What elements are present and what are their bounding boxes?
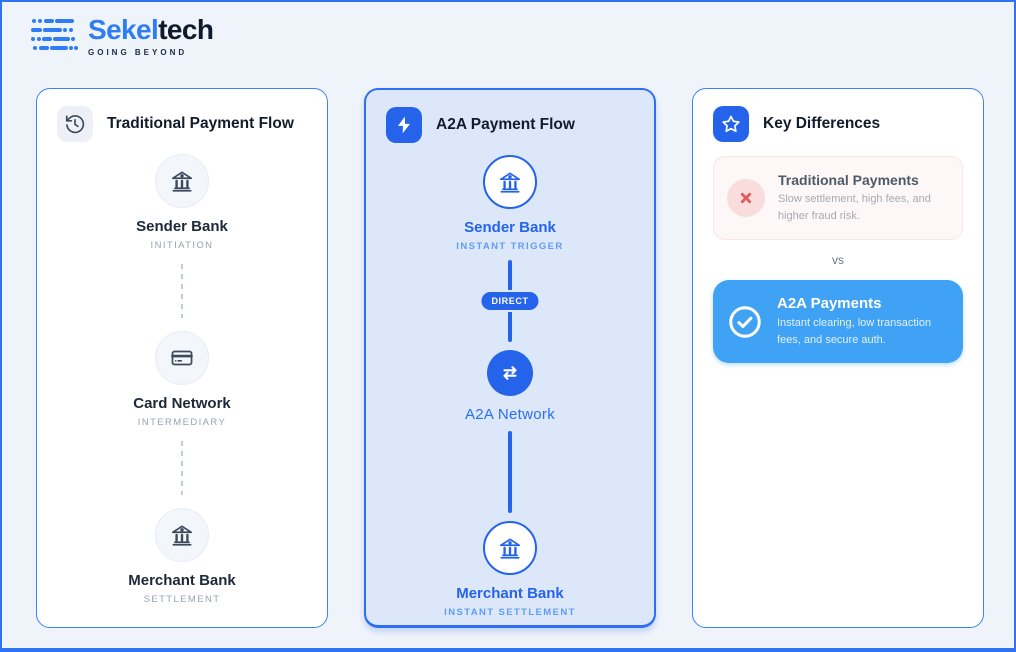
x-circle-icon <box>727 179 765 217</box>
brand-logo: Sekeltech GOING BEYOND <box>30 13 214 57</box>
traditional-payments-text: Traditional Payments Slow settlement, hi… <box>778 172 949 224</box>
flow-node-card-network: Card Network INTERMEDIARY <box>133 331 231 428</box>
flow-node-sender-bank: Sender Bank INITIATION <box>136 154 228 251</box>
traditional-flow: Sender Bank INITIATION Card Network INTE… <box>37 142 327 605</box>
card-title: Key Differences <box>763 115 881 132</box>
card-header: A2A Payment Flow <box>366 90 654 143</box>
node-sublabel: INTERMEDIARY <box>137 417 227 428</box>
solid-connector: DIRECT <box>479 260 541 342</box>
bank-icon <box>154 154 209 208</box>
card-title: Traditional Payment Flow <box>107 115 294 132</box>
lightning-icon <box>386 107 422 143</box>
flow-node-merchant-bank: Merchant Bank SETTLEMENT <box>128 508 236 605</box>
sekeltech-logo-icon <box>30 15 78 57</box>
swap-arrows-icon <box>486 350 533 396</box>
traditional-payment-flow-card: Traditional Payment Flow Sender Bank INI… <box>36 88 328 628</box>
node-sublabel: INITIATION <box>150 240 214 251</box>
flow-node-sender-bank: Sender Bank INSTANT TRIGGER <box>456 155 563 252</box>
credit-card-icon <box>155 331 209 385</box>
bank-icon <box>155 508 209 562</box>
node-label: Sender Bank <box>136 218 228 235</box>
node-label: Sender Bank <box>464 219 556 236</box>
a2a-flow: Sender Bank INSTANT TRIGGER DIRECT A2A N… <box>366 143 654 618</box>
bank-icon <box>482 155 537 209</box>
diff-item-title: Traditional Payments <box>778 172 919 188</box>
diff-item-title: A2A Payments <box>777 295 882 312</box>
direct-badge: DIRECT <box>479 290 541 312</box>
history-icon <box>57 106 93 142</box>
brand-name: Sekeltech <box>88 13 214 45</box>
flow-node-merchant-bank: Merchant Bank INSTANT SETTLEMENT <box>444 521 576 618</box>
node-sublabel: INSTANT TRIGGER <box>456 241 564 252</box>
node-sublabel: INSTANT SETTLEMENT <box>444 607 576 618</box>
vs-label: vs <box>832 253 844 267</box>
a2a-payments-text: A2A Payments Instant clearing, low trans… <box>777 295 950 348</box>
diff-item-description: Slow settlement, high fees, and higher f… <box>778 193 931 222</box>
brand-tagline: GOING BEYOND <box>88 47 188 57</box>
a2a-payment-flow-card: A2A Payment Flow Sender Bank INSTANT TRI… <box>364 88 656 628</box>
flow-node-a2a-network: A2A Network <box>465 350 555 423</box>
brand-name-primary: Sekel <box>88 13 159 45</box>
key-differences-card: Key Differences Traditional Payments Slo… <box>692 88 984 628</box>
node-label: Merchant Bank <box>128 572 236 589</box>
node-label: A2A Network <box>464 406 555 423</box>
dashed-connector <box>181 441 183 495</box>
check-circle-icon <box>726 303 764 341</box>
cards-row: Traditional Payment Flow Sender Bank INI… <box>36 88 984 628</box>
card-header: Traditional Payment Flow <box>37 89 327 142</box>
node-label: Merchant Bank <box>456 585 564 602</box>
brand-text: Sekeltech GOING BEYOND <box>88 13 214 57</box>
diff-item-description: Instant clearing, low transaction fees, … <box>777 317 932 346</box>
traditional-payments-item: Traditional Payments Slow settlement, hi… <box>713 156 963 240</box>
brand-name-secondary: tech <box>158 13 214 45</box>
card-title: A2A Payment Flow <box>436 116 575 133</box>
star-icon <box>713 106 749 142</box>
card-header: Key Differences <box>693 89 983 142</box>
bank-icon <box>482 521 537 575</box>
node-sublabel: SETTLEMENT <box>143 594 221 605</box>
differences-content: Traditional Payments Slow settlement, hi… <box>693 142 983 363</box>
dashed-connector <box>181 264 183 318</box>
node-label: Card Network <box>133 395 231 412</box>
a2a-payments-item: A2A Payments Instant clearing, low trans… <box>713 280 963 363</box>
solid-connector <box>508 431 512 513</box>
